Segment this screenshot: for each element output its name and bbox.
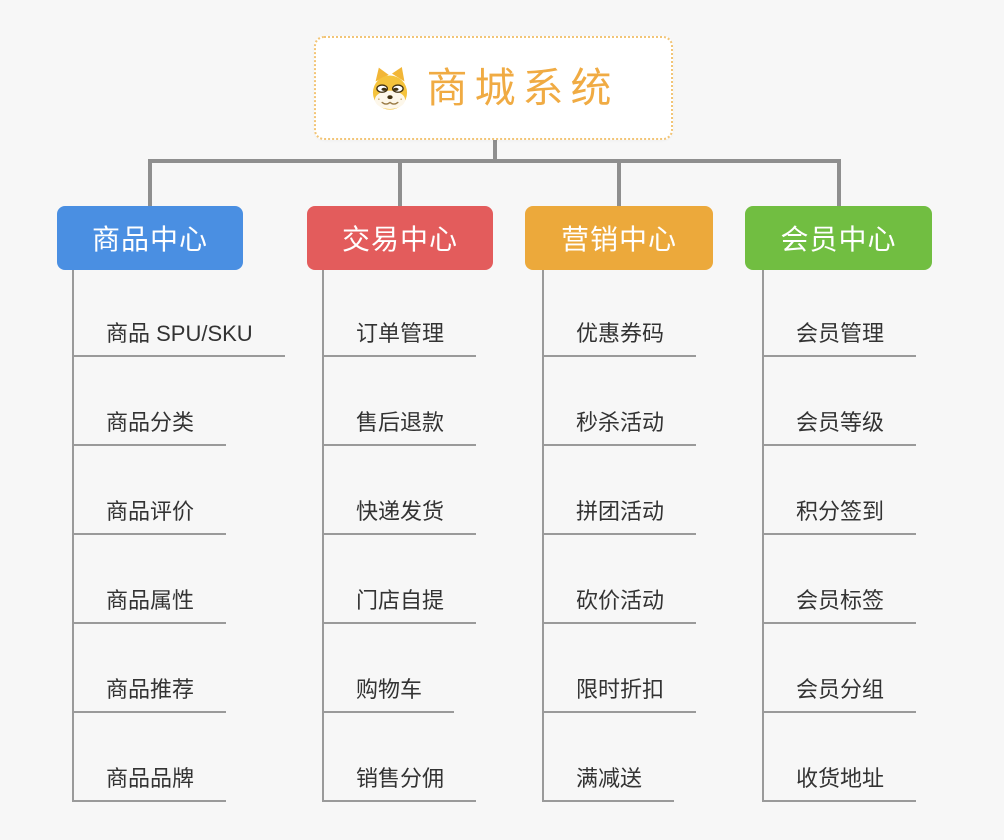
child-node[interactable]: 商品评价 — [74, 497, 227, 535]
child-column-member: 会员管理 会员等级 积分签到 会员标签 会员分组 收货地址 — [762, 270, 1004, 802]
child-node[interactable]: 收货地址 — [764, 764, 917, 802]
child-node[interactable]: 商品推荐 — [74, 675, 227, 713]
child-node[interactable]: 秒杀活动 — [544, 408, 697, 446]
child-node[interactable]: 会员标签 — [764, 586, 917, 624]
child-column-marketing: 优惠券码 秒杀活动 拼团活动 砍价活动 限时折扣 满减送 — [542, 270, 844, 802]
branch-drop-line — [837, 159, 841, 206]
branch-drop-line — [617, 159, 621, 206]
branch-drop-line — [148, 159, 152, 206]
child-node[interactable]: 拼团活动 — [544, 497, 697, 535]
child-node[interactable]: 会员管理 — [764, 319, 917, 357]
branch-node-member-center[interactable]: 会员中心 — [745, 206, 932, 270]
child-node[interactable]: 快递发货 — [324, 497, 477, 535]
child-node[interactable]: 商品品牌 — [74, 764, 227, 802]
branch-drop-line — [398, 159, 402, 206]
dog-face-icon — [372, 67, 407, 110]
child-node[interactable]: 售后退款 — [324, 408, 477, 446]
child-node[interactable]: 会员等级 — [764, 408, 917, 446]
child-node[interactable]: 订单管理 — [324, 319, 477, 357]
child-column-product: 商品 SPU/SKU 商品分类 商品评价 商品属性 商品推荐 商品品牌 — [72, 270, 374, 802]
child-node[interactable]: 优惠券码 — [544, 319, 697, 357]
child-node[interactable]: 门店自提 — [324, 586, 477, 624]
child-node[interactable]: 商品属性 — [74, 586, 227, 624]
child-node[interactable]: 限时折扣 — [544, 675, 697, 713]
child-node[interactable]: 积分签到 — [764, 497, 917, 535]
child-node[interactable]: 商品分类 — [74, 408, 227, 446]
child-column-trade: 订单管理 售后退款 快递发货 门店自提 购物车 销售分佣 — [322, 270, 624, 802]
branch-bus-line — [148, 159, 841, 163]
root-title: 商城系统 — [426, 64, 619, 111]
child-node[interactable]: 砍价活动 — [544, 586, 697, 624]
child-node[interactable]: 商品 SPU/SKU — [74, 319, 285, 357]
child-node[interactable]: 满减送 — [544, 764, 675, 802]
root-node-mall-system[interactable]: 商城系统 — [314, 36, 673, 140]
branch-node-product-center[interactable]: 商品中心 — [57, 206, 243, 270]
child-node[interactable]: 购物车 — [324, 675, 455, 713]
child-node[interactable]: 会员分组 — [764, 675, 917, 713]
branch-node-trade-center[interactable]: 交易中心 — [307, 206, 493, 270]
root-trunk-line — [493, 140, 497, 161]
child-node[interactable]: 销售分佣 — [324, 764, 477, 802]
branch-node-marketing-center[interactable]: 营销中心 — [525, 206, 713, 270]
